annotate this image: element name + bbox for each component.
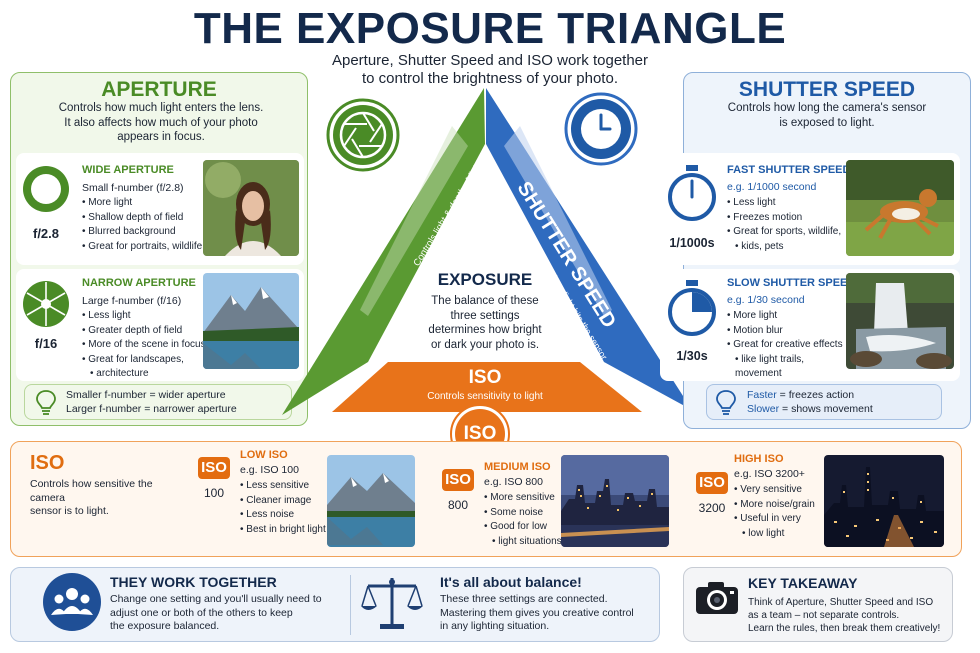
page-title: THE EXPOSURE TRIANGLE (193, 4, 787, 53)
wide-aperture-icon (23, 166, 69, 212)
waterfall-photo (846, 273, 954, 369)
wide-aperture-subtitle: Small f-number (f/2.8) (82, 182, 184, 194)
fast-shutter-subtitle: e.g. 1/1000 second (727, 181, 817, 193)
fast-shutter-bullets: Less light Freezes motion Great for spor… (727, 196, 847, 254)
camera-icon (696, 582, 738, 614)
medium-iso-title: MEDIUM ISO (484, 461, 551, 473)
triangle-iso-sub: Controls sensitivity to light (427, 391, 543, 402)
slow-shutter-subtitle: e.g. 1/30 second (727, 294, 805, 306)
shutter-tip-text: Faster = freezes action Slower = shows m… (747, 389, 873, 415)
shutter-heading: SHUTTER SPEED (738, 78, 916, 101)
lightbulb-icon (36, 390, 56, 415)
narrow-aperture-icon (23, 281, 69, 327)
fast-stopwatch-icon (668, 165, 716, 221)
medium-iso-subtitle: e.g. ISO 800 (484, 476, 543, 488)
low-iso-subtitle: e.g. ISO 100 (240, 464, 299, 476)
aperture-heading: APERTURE (101, 78, 217, 101)
low-iso-photo (327, 455, 415, 547)
narrow-aperture-bullets: Less light Greater depth of field More o… (82, 309, 207, 382)
narrow-aperture-subtitle: Large f-number (f/16) (82, 295, 182, 307)
high-iso-value: 3200 (698, 501, 726, 515)
together-title: THEY WORK TOGETHER (110, 574, 277, 590)
landscape-photo (203, 273, 299, 369)
shutter-lightbulb-icon (716, 390, 736, 415)
aperture-side (282, 88, 485, 415)
scales-icon (361, 578, 423, 629)
low-iso-title: LOW ISO (240, 449, 288, 461)
high-iso-title: HIGH ISO (734, 453, 784, 465)
slow-shutter-value: 1/30s (676, 349, 708, 363)
balance-text: These three settings are connected. Mast… (440, 593, 634, 632)
exposure-triangle (282, 88, 692, 415)
aperture-description: Controls how much light enters the lens.… (58, 102, 264, 143)
low-iso-badge: ISO (198, 457, 230, 479)
together-balance-card (10, 567, 660, 642)
fast-shutter-value: 1/1000s (669, 236, 715, 250)
medium-iso-value: 800 (447, 498, 469, 512)
slow-shutter-bullets: More light Motion blur Great for creativ… (727, 309, 847, 382)
iso-side (332, 362, 642, 412)
dog-photo (846, 160, 954, 256)
bottom-divider (350, 575, 351, 635)
iso-description: Controls how sensitive the camera sensor… (30, 478, 153, 517)
aperture-icon (326, 98, 400, 172)
low-iso-value: 100 (203, 486, 225, 500)
together-text: Change one setting and you'll usually ne… (110, 593, 322, 632)
stopwatch-icon (564, 92, 638, 166)
portrait-photo (203, 160, 299, 256)
shutter-description: Controls how long the camera's sensor is… (727, 102, 927, 129)
exposure-title: EXPOSURE (437, 270, 533, 289)
team-icon (43, 573, 101, 631)
balance-title: It's all about balance! (440, 574, 582, 590)
narrow-aperture-value: f/16 (34, 336, 58, 351)
takeaway-title: KEY TAKEAWAY (748, 575, 858, 591)
wide-aperture-bullets: More light Shallow depth of field Blurre… (82, 196, 207, 254)
fast-shutter-title: FAST SHUTTER SPEED (727, 164, 851, 176)
medium-iso-badge: ISO (442, 469, 474, 491)
narrow-aperture-title: NARROW APERTURE (82, 277, 196, 289)
takeaway-text: Think of Aperture, Shutter Speed and ISO… (748, 597, 941, 634)
aperture-tip (24, 384, 292, 420)
aperture-tip-text: Smaller f-number = wider aperture Larger… (66, 389, 237, 415)
page-subtitle: Aperture, Shutter Speed and ISO work tog… (331, 52, 649, 87)
wide-aperture-title: WIDE APERTURE (82, 164, 174, 176)
high-iso-subtitle: e.g. ISO 3200+ (734, 468, 805, 480)
iso-heading: ISO (30, 452, 65, 474)
medium-iso-bullets: More sensitive Some noise Good for low l… (484, 491, 564, 549)
low-iso-bullets: Less sensitive Cleaner image Less noise … (240, 479, 330, 537)
high-iso-photo (824, 455, 944, 547)
slow-shutter-title: SLOW SHUTTER SPEED (727, 277, 856, 289)
high-iso-badge: ISO (696, 472, 728, 494)
slow-stopwatch-icon (668, 280, 716, 336)
shutter-tip (706, 384, 942, 420)
high-iso-bullets: Very sensitive More noise/grain Useful i… (734, 483, 824, 541)
exposure-description: The balance of these three settings dete… (428, 295, 542, 351)
triangle-iso-label: ISO (468, 367, 502, 388)
medium-iso-photo (561, 455, 669, 547)
wide-aperture-value: f/2.8 (32, 226, 59, 241)
